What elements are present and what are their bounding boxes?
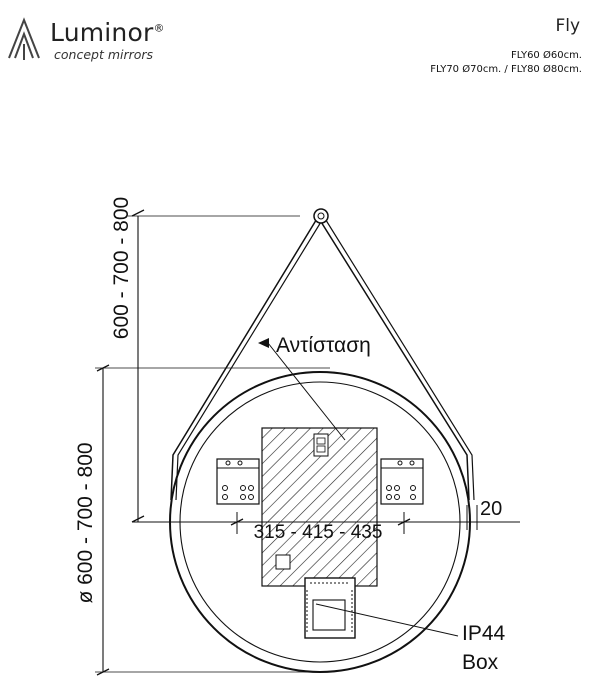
ip44-callout-line-1: IP44 [462, 622, 506, 645]
ip44-junction-box [304, 577, 356, 639]
ip44-leader-line [315, 603, 459, 637]
led-driver-left [216, 458, 260, 505]
heater-callout-label: Αντίσταση [276, 334, 371, 357]
depth-dimension [432, 505, 520, 530]
heater-leader-line [267, 342, 346, 441]
hanging-strap [170, 208, 475, 501]
inner-width-dimension [230, 512, 411, 534]
product-spec-line-2: FLY70 Ø70cm. / FLY80 Ø80cm. [430, 64, 582, 75]
led-driver-right [380, 458, 424, 505]
inner-width-label: 315 - 415 - 435 [254, 522, 383, 543]
diameter-label: ø 600 - 700 - 800 [74, 442, 97, 603]
brand-tagline: concept mirrors [54, 47, 154, 62]
product-spec-line-1: FLY60 Ø60cm. [510, 50, 582, 61]
sensor-icon [275, 554, 291, 570]
hanging-height-label: 600 - 700 - 800 [110, 197, 133, 339]
hanging-height-dimension [128, 209, 300, 523]
hook-ring-icon [313, 208, 329, 224]
ip44-callout-line-2: Box [462, 651, 499, 674]
heater-arrow-icon [258, 338, 269, 348]
diameter-dimension [95, 364, 330, 676]
depth-label: 20 [480, 498, 502, 520]
tree-logo-icon [8, 17, 40, 60]
heater-pad [261, 427, 378, 587]
brand-logo: Luminor® concept mirrors [6, 14, 206, 64]
product-title: Fly [555, 16, 580, 36]
brand-name: Luminor® [50, 18, 165, 47]
